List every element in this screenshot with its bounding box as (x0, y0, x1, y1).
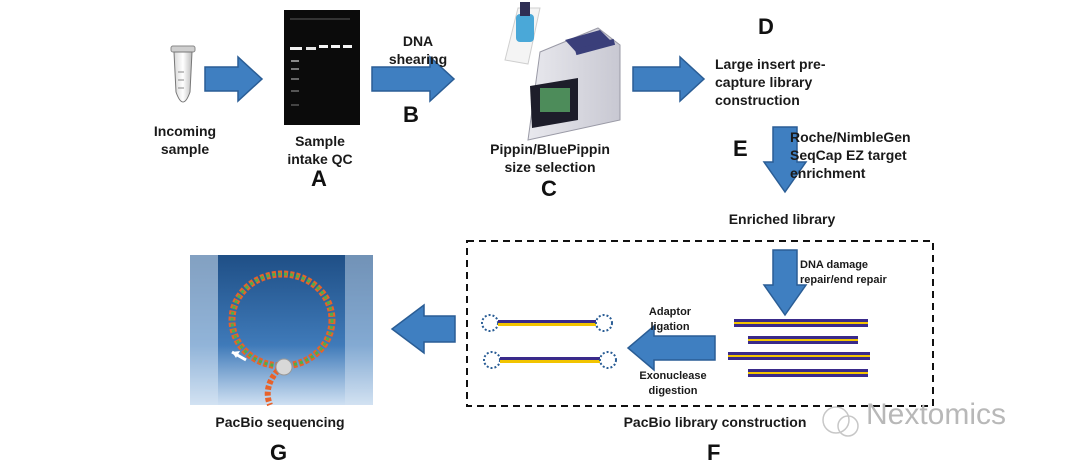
watermark-logo (822, 406, 859, 437)
step-f-label: PacBio library construction (623, 414, 807, 430)
arrow-adaptor (626, 324, 716, 372)
dna-fragments (728, 319, 870, 377)
watermark-text: Nextomics (866, 398, 1007, 431)
sample-tube-icon (170, 45, 196, 103)
step-d-letter: D (758, 14, 774, 39)
step-c-letter: C (541, 176, 557, 201)
pacbio-sequencing-image (190, 255, 373, 407)
step-a-letter: A (311, 166, 327, 191)
arrow-to-sequencing (390, 303, 456, 355)
step-e-letter: E (733, 136, 748, 161)
arrow-enrichment (762, 126, 808, 194)
arrow-to-qc (204, 55, 264, 103)
pippin-machine-image (504, 2, 621, 141)
smrtbell-molecules (481, 314, 617, 369)
step-b-letter: B (403, 102, 419, 127)
arrow-to-library (632, 55, 706, 103)
step-f-letter: F (707, 440, 721, 465)
arrow-shearing (371, 55, 456, 103)
pacbio-library-box (466, 240, 934, 407)
arrow-repair (762, 249, 808, 317)
step-g-label: PacBio sequencing (215, 414, 345, 430)
enriched-library-label: Enriched library (728, 211, 836, 227)
gel-image (284, 10, 360, 125)
step-g-letter: G (270, 440, 288, 465)
